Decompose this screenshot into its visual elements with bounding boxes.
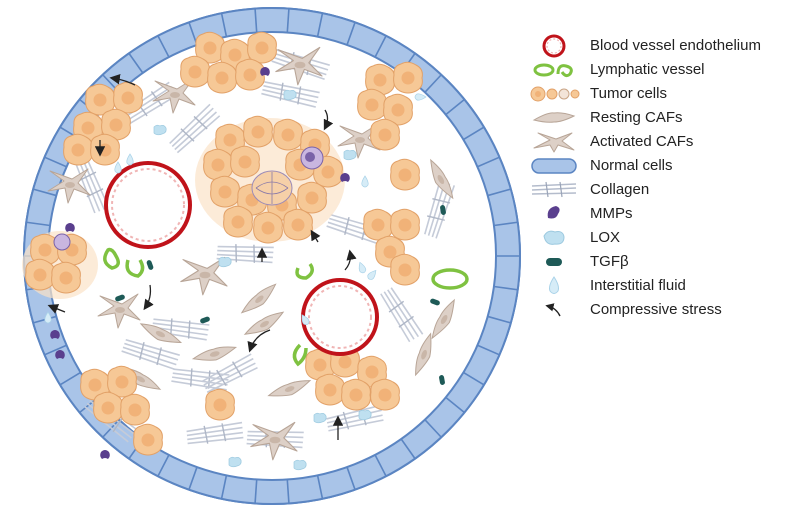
resting-caf-icon bbox=[532, 112, 576, 123]
legend-label: Resting CAFs bbox=[590, 109, 683, 126]
mmp-icon bbox=[547, 206, 560, 219]
tumor-cluster-left bbox=[22, 231, 98, 299]
legend-row-activated-caf: Activated CAFs bbox=[528, 130, 800, 154]
activated-caf-icon bbox=[533, 132, 575, 153]
collagen-icon bbox=[531, 181, 577, 198]
legend-label: TGFβ bbox=[590, 253, 629, 270]
normal-cell-boundary bbox=[23, 7, 521, 505]
legend-label: Tumor cells bbox=[590, 85, 667, 102]
blood-vessel-icon bbox=[542, 34, 566, 58]
legend-row-mmp: MMPs bbox=[528, 202, 800, 226]
tumor-cell-icon bbox=[530, 86, 580, 102]
legend-row-normal-cell: Normal cells bbox=[528, 154, 800, 178]
legend-row-fluid: Interstitial fluid bbox=[528, 274, 800, 298]
legend-label: Activated CAFs bbox=[590, 133, 694, 150]
legend-label: Collagen bbox=[590, 181, 650, 198]
tumor-cluster-center bbox=[195, 115, 345, 244]
legend-label: MMPs bbox=[590, 205, 633, 222]
blood-vessel-right bbox=[301, 278, 379, 356]
legend-row-resting-caf: Resting CAFs bbox=[528, 106, 800, 130]
legend-row-blood-vessel: Blood vessel endothelium bbox=[528, 34, 800, 58]
legend-row-lymphatic: Lymphatic vessel bbox=[528, 58, 800, 82]
legend-row-lox: LOX bbox=[528, 226, 800, 250]
lymphatic-vessel-icon bbox=[533, 63, 573, 78]
legend-row-compressive-stress: Compressive stress bbox=[528, 298, 800, 322]
legend-row-tgfb: TGFβ bbox=[528, 250, 800, 274]
legend: Blood vessel endothelium Lymphatic vesse… bbox=[528, 34, 800, 322]
legend-row-tumor: Tumor cells bbox=[528, 82, 800, 106]
legend-label: Interstitial fluid bbox=[590, 277, 686, 294]
lymphatic-vessels bbox=[103, 247, 469, 367]
tgfb-icon bbox=[546, 258, 562, 266]
lox-icon bbox=[543, 230, 565, 245]
blood-vessel-left bbox=[104, 161, 192, 249]
legend-label: Blood vessel endothelium bbox=[590, 37, 761, 54]
legend-label: Normal cells bbox=[590, 157, 673, 174]
normal-cell-icon bbox=[531, 158, 577, 174]
interstitial-fluid-icon bbox=[549, 276, 559, 294]
legend-label: Lymphatic vessel bbox=[590, 61, 705, 78]
legend-row-collagen: Collagen bbox=[528, 178, 800, 202]
compressive-stress-icon bbox=[545, 303, 561, 317]
legend-label: Compressive stress bbox=[590, 301, 722, 318]
compressive-stress-arrows bbox=[47, 74, 357, 440]
legend-label: LOX bbox=[590, 229, 621, 246]
